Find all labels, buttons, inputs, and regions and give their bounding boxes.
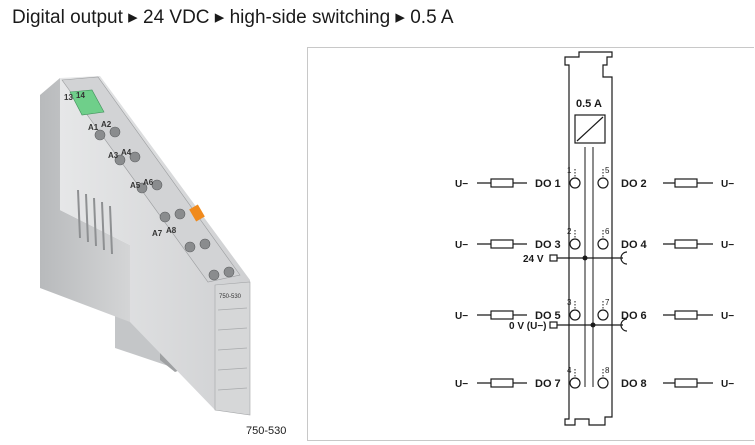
contact-number: 2 xyxy=(567,227,572,236)
channel-label: DO 8 xyxy=(621,378,647,390)
load-ground-label: U− xyxy=(721,311,734,322)
load-resistor xyxy=(674,239,698,249)
supply-24v-label: 24 V xyxy=(523,254,544,265)
supply-24v-terminal xyxy=(549,254,558,262)
contact-circle xyxy=(597,177,609,189)
contact-number: 3 xyxy=(567,298,572,307)
load-resistor xyxy=(490,178,514,188)
load-ground-label: U− xyxy=(455,240,468,251)
load-ground-label: U− xyxy=(721,179,734,190)
lower-front-plate xyxy=(214,281,251,416)
supply-0v-plug xyxy=(620,318,628,332)
terminal-label: A2 xyxy=(101,120,112,129)
contact-number: 1 xyxy=(567,166,572,175)
page-title: Digital output ▸ 24 VDC ▸ high-side swit… xyxy=(12,7,454,28)
contact-circle xyxy=(569,238,581,250)
electronics-block xyxy=(574,114,606,144)
terminal-label: A7 xyxy=(152,229,163,238)
contact-circle xyxy=(569,309,581,321)
load-resistor xyxy=(490,310,514,320)
side-ribs xyxy=(77,189,113,255)
load-resistor xyxy=(674,310,698,320)
terminal-holes xyxy=(94,126,235,281)
terminal-label: 13 xyxy=(64,93,73,102)
contact-number: 8 xyxy=(605,366,610,375)
channel-label: DO 7 xyxy=(535,378,561,390)
channel-label: DO 5 xyxy=(535,310,561,322)
part-number-caption: 750-530 xyxy=(246,425,287,437)
contact-circle xyxy=(597,309,609,321)
channel-rows: 1 DO 1 U− 5 DO 2 U− 2 DO 3 U− 6 DO 4 U− 3 DO 5 U− 7 DO 6… xyxy=(455,166,734,390)
terminal-label: 14 xyxy=(76,91,85,100)
channel-label: DO 6 xyxy=(621,310,647,322)
load-ground-label: U− xyxy=(455,179,468,190)
contact-number: 7 xyxy=(605,298,610,307)
wiring-diagram: 0.5 A 24 V 0 V (U−) 1 DO 1 U− 5 DO 2 U− 2 DO 3 U… xyxy=(455,51,734,426)
terminal-label: A6 xyxy=(143,178,154,187)
terminal-label: A5 xyxy=(130,181,141,190)
housing-front xyxy=(60,76,250,415)
release-tab xyxy=(189,204,205,222)
contact-circle xyxy=(597,238,609,250)
channel-label: DO 3 xyxy=(535,239,561,251)
load-resistor xyxy=(490,378,514,388)
contact-circle xyxy=(569,177,581,189)
diagram-frame xyxy=(307,47,754,441)
contact-number: 4 xyxy=(567,366,572,375)
load-resistor xyxy=(674,178,698,188)
contact-number: 6 xyxy=(605,227,610,236)
status-led-block xyxy=(69,89,105,116)
terminal-label: A1 xyxy=(88,123,99,132)
housing-side xyxy=(40,78,130,322)
supply-0v-label: 0 V (U−) xyxy=(509,321,547,332)
supply-0v-terminal xyxy=(549,321,558,329)
module-outline xyxy=(564,51,613,426)
module-side-number: 750-530 xyxy=(219,294,242,300)
load-ground-label: U− xyxy=(721,379,734,390)
channel-label: DO 2 xyxy=(621,178,647,190)
connector-strip xyxy=(61,76,241,283)
contact-circle xyxy=(569,377,581,389)
channel-label: DO 1 xyxy=(535,178,561,190)
terminal-label: A8 xyxy=(166,226,177,235)
load-ground-label: U− xyxy=(455,379,468,390)
terminal-label: A4 xyxy=(121,148,132,157)
product-photo: 13 14 A1 A2 A3 A4 A5 A6 A7 A8 750-530 xyxy=(40,76,251,416)
terminal-label: A3 xyxy=(108,151,119,160)
load-ground-label: U− xyxy=(455,311,468,322)
load-resistor xyxy=(674,378,698,388)
channel-label: DO 4 xyxy=(621,239,648,251)
rating-label: 0.5 A xyxy=(576,98,602,110)
load-resistor xyxy=(490,239,514,249)
load-ground-label: U− xyxy=(721,240,734,251)
contact-circle xyxy=(597,377,609,389)
supply-24v-plug xyxy=(620,251,628,265)
contact-number: 5 xyxy=(605,166,610,175)
